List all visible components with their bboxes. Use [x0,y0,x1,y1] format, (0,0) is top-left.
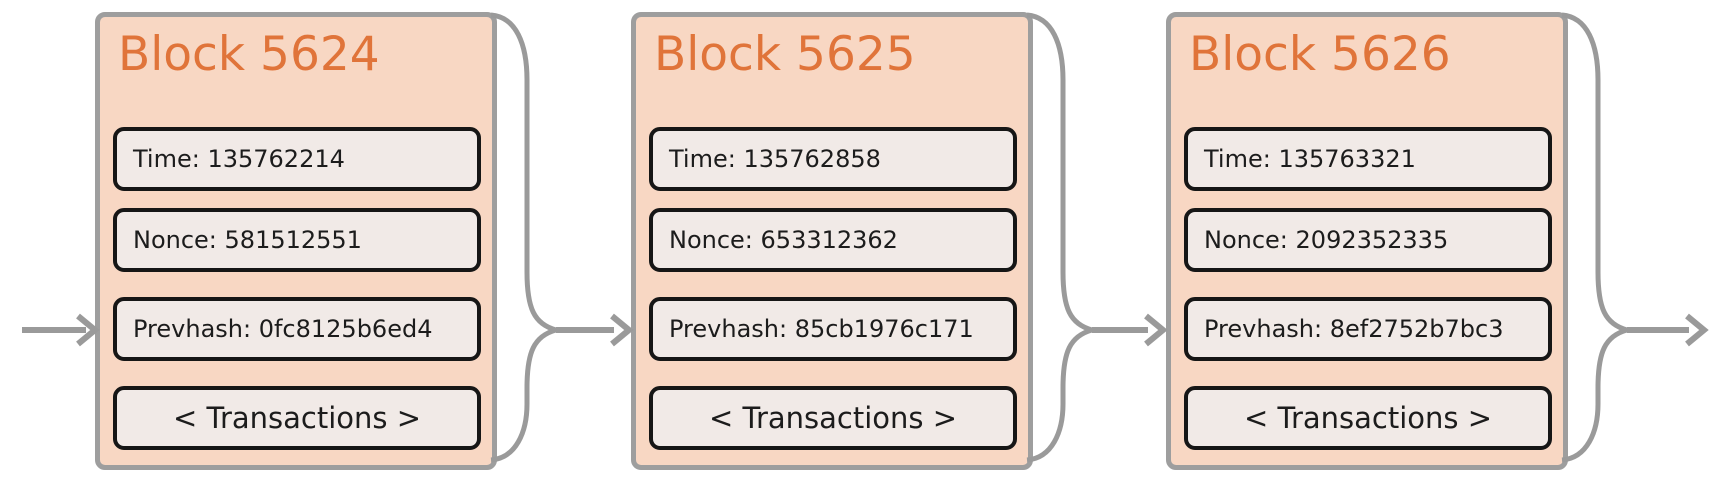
transactions-field: < Transactions > [649,386,1017,450]
transactions-field: < Transactions > [1184,386,1552,450]
block-title: Block 5626 [1189,27,1451,82]
nonce-field: Nonce: 2092352335 [1184,208,1552,272]
block-card-5625: Block 5625 Time: 135762858 Nonce: 653312… [631,12,1033,470]
hash-link-arrow-5624-5625-icon [490,12,634,463]
block-card-5624: Block 5624 Time: 135762214 Nonce: 581512… [95,12,497,470]
block-card-5626: Block 5626 Time: 135763321 Nonce: 209235… [1166,12,1568,470]
prevhash-field: Prevhash: 0fc8125b6ed4 [113,297,481,361]
time-field: Time: 135762858 [649,127,1017,191]
nonce-field: Nonce: 581512551 [113,208,481,272]
outgoing-chain-arrow-icon [1561,12,1709,463]
time-field: Time: 135762214 [113,127,481,191]
transactions-field: < Transactions > [113,386,481,450]
block-title: Block 5625 [654,27,916,82]
prevhash-field: Prevhash: 85cb1976c171 [649,297,1017,361]
prevhash-field: Prevhash: 8ef2752b7bc3 [1184,297,1552,361]
hash-link-arrow-5625-5626-icon [1026,12,1168,463]
time-field: Time: 135763321 [1184,127,1552,191]
block-title: Block 5624 [118,27,380,82]
incoming-chain-arrow-icon [22,313,100,347]
nonce-field: Nonce: 653312362 [649,208,1017,272]
